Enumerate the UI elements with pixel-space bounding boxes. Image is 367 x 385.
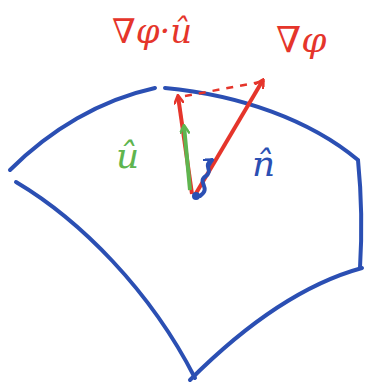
surface-edge <box>190 268 362 380</box>
gradient-label: ∇φ <box>276 22 326 58</box>
direction-vector <box>184 126 190 190</box>
base-point <box>192 192 200 200</box>
normal-vector <box>200 160 212 196</box>
direction-label: û <box>116 138 139 174</box>
projection-vector <box>178 96 192 194</box>
normal-label: n̂ <box>252 146 275 182</box>
projection-dash <box>185 82 260 96</box>
surface-edge <box>165 88 361 268</box>
projection-label: ∇φ·û <box>112 14 192 48</box>
surface-edge <box>16 182 195 378</box>
